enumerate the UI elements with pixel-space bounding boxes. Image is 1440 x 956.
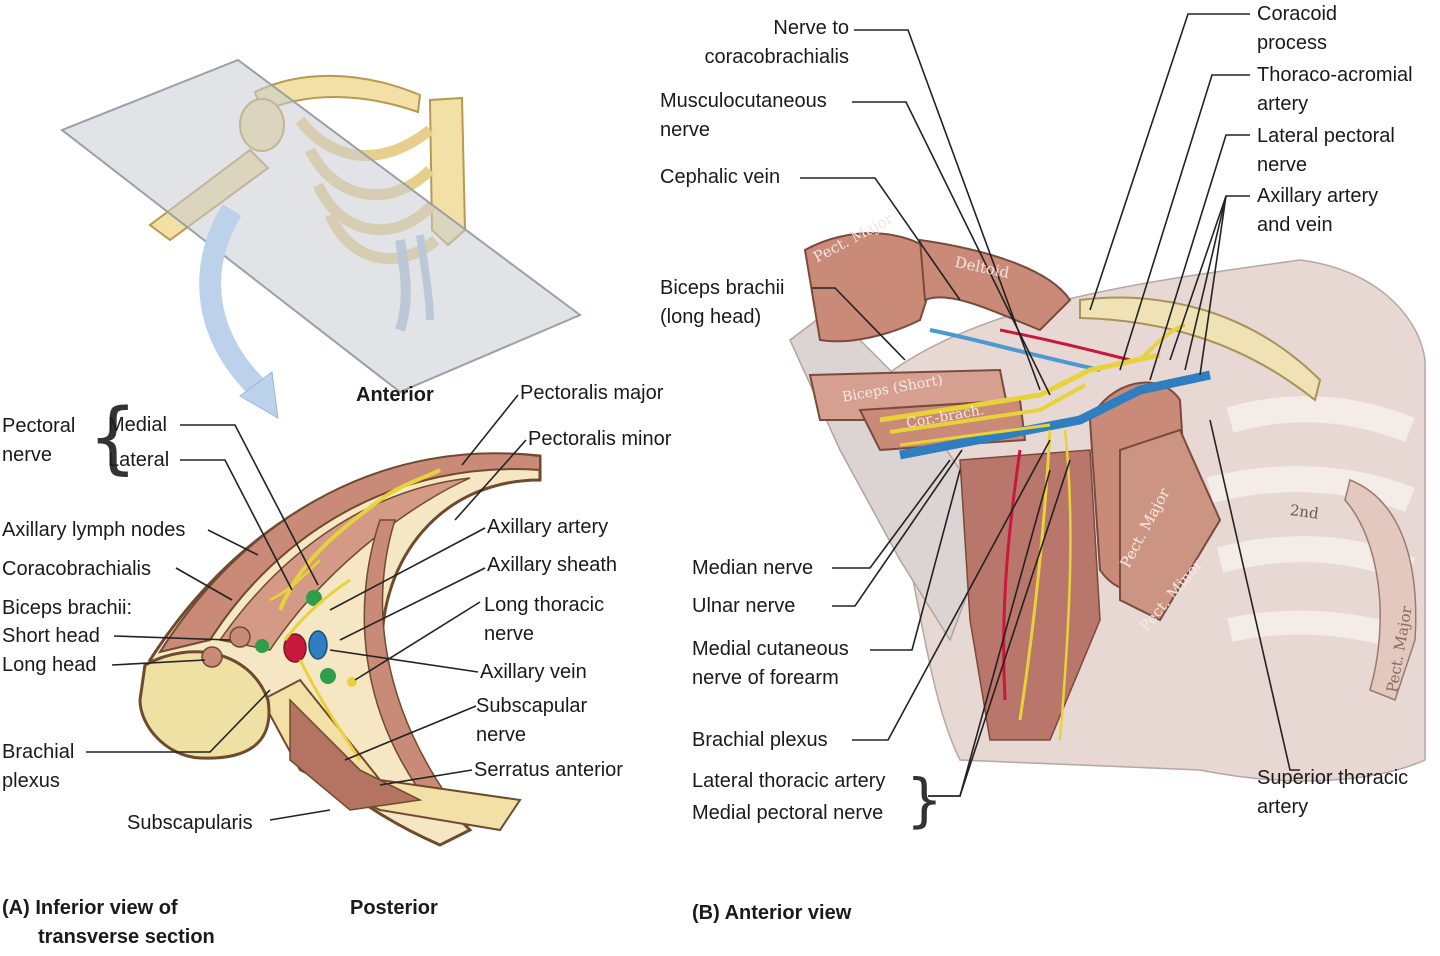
view-arrow: [199, 204, 279, 419]
label-cephalic-vein: Cephalic vein: [660, 166, 781, 188]
label-axillary-artery-and-vein: Axillary artery and vein: [1257, 185, 1379, 236]
label-axillary-vein-a: Axillary vein: [480, 661, 587, 683]
orientation-posterior: Posterior: [350, 897, 438, 919]
label-serratus-anterior: Serratus anterior: [474, 759, 623, 781]
orientation-anterior: Anterior: [356, 384, 434, 406]
label-brachial-plexus-a: Brachial plexus: [2, 741, 75, 792]
label-ulnar-nerve: Ulnar nerve: [692, 595, 796, 617]
transverse-plane: [60, 58, 582, 394]
label-medial-pectoral-nerve: Medial pectoral nerve: [692, 802, 884, 824]
label-medial-cutaneous-nerve: Medial cutaneous nerve of forearm: [692, 638, 849, 689]
label-nerve-to-coracobrachialis: Nerve to coracobrachialis: [704, 17, 849, 68]
label-biceps-brachii: Biceps brachii:: [2, 597, 133, 619]
muscle-label-rib-2nd: 2nd: [1288, 500, 1320, 523]
leader-lines: [86, 13, 1300, 821]
label-coracobrachialis: Coracobrachialis: [2, 558, 151, 580]
brace-pectoral: {: [88, 393, 138, 483]
brace-thoracic: {: [906, 766, 943, 834]
label-long-head: Long head: [2, 654, 97, 676]
caption-a-line2: transverse section: [38, 926, 215, 948]
label-brachial-plexus-b: Brachial plexus: [692, 729, 828, 751]
label-lateral-pectoral-nerve: Lateral pectoral nerve: [1257, 125, 1395, 176]
dissection-illustration: [789, 232, 1426, 782]
label-lateral-thoracic-artery: Lateral thoracic artery: [692, 770, 886, 792]
caption-a-line1: (A) Inferior view of: [2, 897, 178, 919]
label-coracoid-process: Coracoid process: [1257, 3, 1338, 54]
label-axillary-artery-a: Axillary artery: [487, 516, 609, 538]
label-thoraco-acromial-artery: Thoraco-acromial artery: [1257, 64, 1413, 115]
label-lateral: Lateral: [108, 449, 170, 471]
label-musculocutaneous-nerve: Musculocutaneous nerve: [660, 90, 827, 141]
label-subscapularis: Subscapularis: [127, 812, 253, 834]
label-pectoral-nerve: Pectoral nerve: [2, 415, 76, 466]
label-median-nerve: Median nerve: [692, 557, 814, 579]
label-subscapular-nerve: Subscapular nerve: [476, 695, 588, 746]
transverse-section: [138, 452, 542, 847]
caption-b: (B) Anterior view: [692, 902, 852, 924]
label-axillary-sheath: Axillary sheath: [487, 554, 618, 576]
label-short-head: Short head: [2, 625, 100, 647]
label-axillary-lymph-nodes: Axillary lymph nodes: [2, 519, 186, 541]
label-pectoralis-minor: Pectoralis minor: [528, 428, 672, 450]
label-pectoralis-major: Pectoralis major: [520, 382, 664, 404]
label-biceps-long-head: Biceps brachii (long head): [660, 277, 785, 328]
label-long-thoracic-nerve: Long thoracic nerve: [484, 594, 605, 645]
label-superior-thoracic-artery: Superior thoracic artery: [1257, 767, 1409, 818]
label-medial: Medial: [108, 414, 167, 436]
